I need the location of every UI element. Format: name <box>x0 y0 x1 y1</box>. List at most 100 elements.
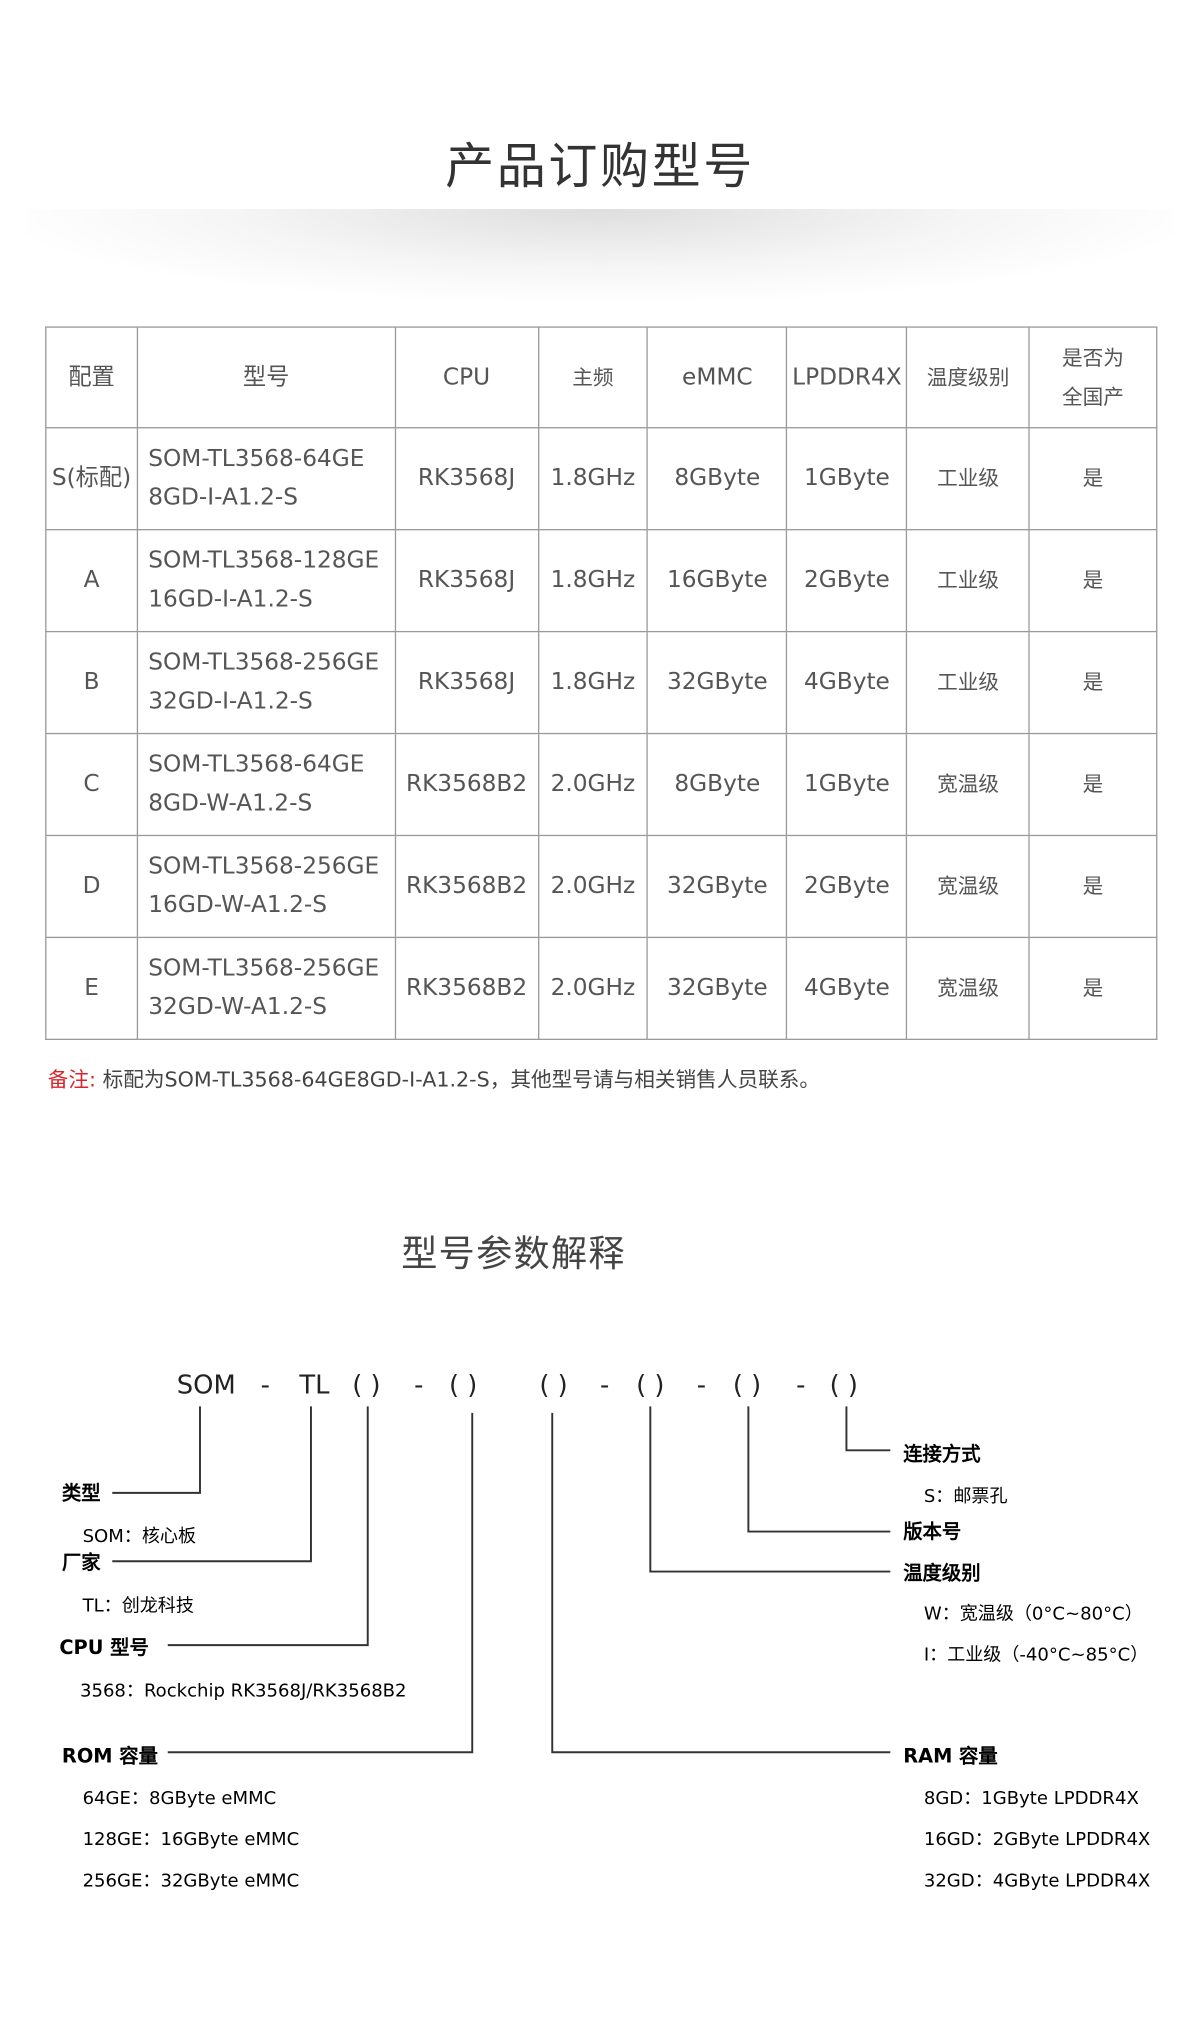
model-line2: 16GD-I-A1.2-S <box>148 585 313 613</box>
desc-cpu: 3568：Rockchip RK3568J/RK3568B2 <box>80 1681 407 1702</box>
code-dash: - <box>697 1371 706 1401</box>
cell-model: SOM-TL3568-64GE 8GD-I-A1.2-S <box>136 427 396 531</box>
label-version: 版本号 <box>903 1520 961 1543</box>
label-connect: 连接方式 <box>903 1443 981 1466</box>
cell-domestic: 是 <box>1028 427 1158 531</box>
cell-ram: 2GByte <box>786 529 908 633</box>
cell-model: SOM-TL3568-256GE 32GD-I-A1.2-S <box>136 630 396 735</box>
rom-item: 64GE：8GByte eMMC <box>83 1788 277 1809</box>
header-domestic-line1: 是否为 <box>1061 345 1124 370</box>
cell-temp: 工业级 <box>906 529 1030 633</box>
model-code-diagram: SOM - TL ( ) - ( ) ( ) - ( ) - ( ) - ( )… <box>59 1371 1150 1892</box>
model-line2: 16GD-W-A1.2-S <box>148 891 327 919</box>
cell-cpu: RK3568B2 <box>394 732 539 837</box>
order-model-table: 配置 型号 CPU 主频 eMMC LPDDR4X 温度级别 是否为全国产 S(… <box>45 326 1158 1040</box>
model-line1: SOM-TL3568-64GE <box>148 750 365 779</box>
label-temp: 温度级别 <box>903 1561 980 1584</box>
header-lpddr4x: LPDDR4X <box>786 326 908 429</box>
code-dash: - <box>261 1371 270 1401</box>
label-vendor: 厂家 <box>62 1551 101 1574</box>
cell-emmc: 16GByte <box>647 529 788 633</box>
cell-emmc: 8GByte <box>647 427 788 531</box>
page-title: 产品订购型号 <box>445 138 755 195</box>
code-version-slot: ( ) <box>733 1371 761 1401</box>
cell-config: C <box>45 732 138 837</box>
label-cpu: CPU 型号 <box>59 1636 149 1659</box>
header-temp: 温度级别 <box>906 326 1030 429</box>
cell-domestic: 是 <box>1028 834 1158 939</box>
note-text: 标配为SOM-TL3568-64GE8GD-I-A1.2-S，其他型号请与相关销… <box>102 1067 821 1092</box>
cell-domestic: 是 <box>1028 732 1158 837</box>
cell-emmc: 32GByte <box>647 630 788 735</box>
ram-item: 32GD：4GByte LPDDR4X <box>924 1870 1150 1891</box>
model-line2: 8GD-W-A1.2-S <box>148 789 313 817</box>
desc-type: SOM：核心板 <box>83 1526 196 1547</box>
header-domestic: 是否为全国产 <box>1028 326 1158 429</box>
cell-config: S(标配) <box>45 427 138 531</box>
desc-vendor: TL：创龙科技 <box>82 1596 194 1617</box>
code-temp-slot: ( ) <box>636 1371 664 1401</box>
cell-cpu: RK3568J <box>394 630 539 735</box>
rom-item: 128GE：16GByte eMMC <box>83 1829 300 1850</box>
code-cpu-slot: ( ) <box>352 1371 380 1401</box>
header-config: 配置 <box>45 326 138 429</box>
cell-freq: 2.0GHz <box>537 936 649 1040</box>
cell-model: SOM-TL3568-64GE 8GD-W-A1.2-S <box>136 732 396 837</box>
label-rom: ROM 容量 <box>62 1745 158 1768</box>
cell-cpu: RK3568B2 <box>394 936 539 1040</box>
temp-item: W：宽温级（0°C~80°C） <box>924 1603 1143 1624</box>
model-line1: SOM-TL3568-64GE <box>148 445 365 473</box>
cell-temp: 工业级 <box>906 427 1030 531</box>
cell-ram: 1GByte <box>786 732 908 837</box>
cell-temp: 宽温级 <box>906 936 1030 1040</box>
ram-item: 16GD：2GByte LPDDR4X <box>924 1829 1150 1850</box>
model-line2: 8GD-I-A1.2-S <box>148 483 298 511</box>
cell-temp: 宽温级 <box>906 732 1030 837</box>
cell-ram: 1GByte <box>786 427 908 531</box>
model-line1: SOM-TL3568-256GE <box>148 649 380 677</box>
temp-item: I：工业级（-40°C~85°C） <box>924 1645 1148 1666</box>
cell-freq: 2.0GHz <box>537 732 649 837</box>
cell-cpu: RK3568J <box>394 529 539 633</box>
model-line1: SOM-TL3568-128GE <box>148 547 380 575</box>
cell-emmc: 8GByte <box>647 732 788 837</box>
cell-temp: 工业级 <box>906 630 1030 735</box>
model-line2: 32GD-I-A1.2-S <box>148 687 313 715</box>
table-header-row: 配置 型号 CPU 主频 eMMC LPDDR4X 温度级别 是否为全国产 <box>45 326 1158 429</box>
header-cpu: CPU <box>394 326 539 429</box>
cell-cpu: RK3568B2 <box>394 834 539 939</box>
cell-temp: 宽温级 <box>906 834 1030 939</box>
model-line1: SOM-TL3568-256GE <box>148 954 380 982</box>
cell-freq: 1.8GHz <box>537 630 649 735</box>
connector-lines <box>112 1406 891 1754</box>
cell-ram: 4GByte <box>786 936 908 1040</box>
code-ram-slot: ( ) <box>539 1371 567 1401</box>
desc-connect: S：邮票孔 <box>924 1486 1008 1507</box>
code-dash: - <box>414 1371 423 1401</box>
cell-config: D <box>45 834 138 939</box>
cell-domestic: 是 <box>1028 630 1158 735</box>
cell-ram: 4GByte <box>786 630 908 735</box>
cell-model: SOM-TL3568-128GE 16GD-I-A1.2-S <box>136 529 396 633</box>
cell-ram: 2GByte <box>786 834 908 939</box>
cell-emmc: 32GByte <box>647 936 788 1040</box>
note: 备注: 标配为SOM-TL3568-64GE8GD-I-A1.2-S，其他型号请… <box>48 1062 820 1093</box>
header-model: 型号 <box>136 326 396 429</box>
code-rom-slot: ( ) <box>449 1371 477 1401</box>
code-connect-slot: ( ) <box>830 1371 858 1401</box>
cell-freq: 1.8GHz <box>537 427 649 531</box>
cell-domestic: 是 <box>1028 936 1158 1040</box>
cell-config: B <box>45 630 138 735</box>
cell-domestic: 是 <box>1028 529 1158 633</box>
cell-emmc: 32GByte <box>647 834 788 939</box>
cell-freq: 1.8GHz <box>537 529 649 633</box>
title-shadow-divider <box>25 209 1175 300</box>
header-emmc: eMMC <box>647 326 788 429</box>
